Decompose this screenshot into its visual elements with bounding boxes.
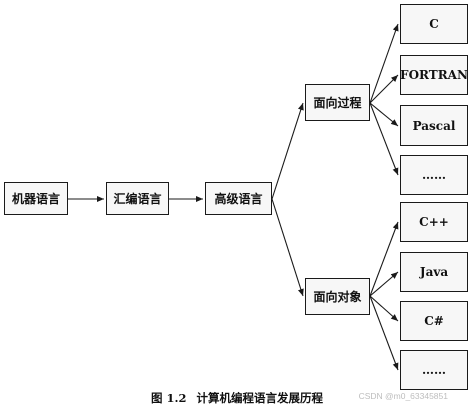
edge-oo-more <box>369 295 399 371</box>
edge-oo-java <box>369 271 399 297</box>
figure-title: 计算机编程语言发展历程 <box>196 391 324 405</box>
edge-oo-cpp <box>369 221 399 297</box>
node-object-oriented: 面向对象 <box>305 278 370 315</box>
watermark: CSDN @m0_63345851 <box>358 391 448 401</box>
node-procedural-more: …… <box>400 155 468 195</box>
node-lang-pascal: Pascal <box>400 105 468 146</box>
figure-caption: 图 1.2 计算机编程语言发展历程 <box>0 390 474 406</box>
node-machine-language: 机器语言 <box>4 182 68 215</box>
edge-procedural-pascal <box>369 102 399 127</box>
edge-highlevel-oo <box>271 198 304 297</box>
figure-number: 图 1.2 <box>150 391 187 405</box>
node-high-level-language: 高级语言 <box>205 182 272 215</box>
node-lang-c: C <box>400 4 468 44</box>
edge-procedural-more <box>369 102 399 176</box>
node-assembly-language: 汇编语言 <box>106 182 169 215</box>
node-lang-csharp: C# <box>400 301 468 341</box>
node-lang-java: Java <box>400 252 468 292</box>
edge-oo-csharp <box>369 295 399 322</box>
node-lang-fortran: FORTRAN <box>400 55 468 95</box>
edge-highlevel-procedural <box>271 102 304 200</box>
node-oo-more: …… <box>400 350 468 390</box>
node-lang-cpp: C++ <box>400 202 468 242</box>
edge-procedural-fortran <box>369 74 399 104</box>
node-procedural: 面向过程 <box>305 84 370 121</box>
edge-procedural-c <box>369 23 399 104</box>
